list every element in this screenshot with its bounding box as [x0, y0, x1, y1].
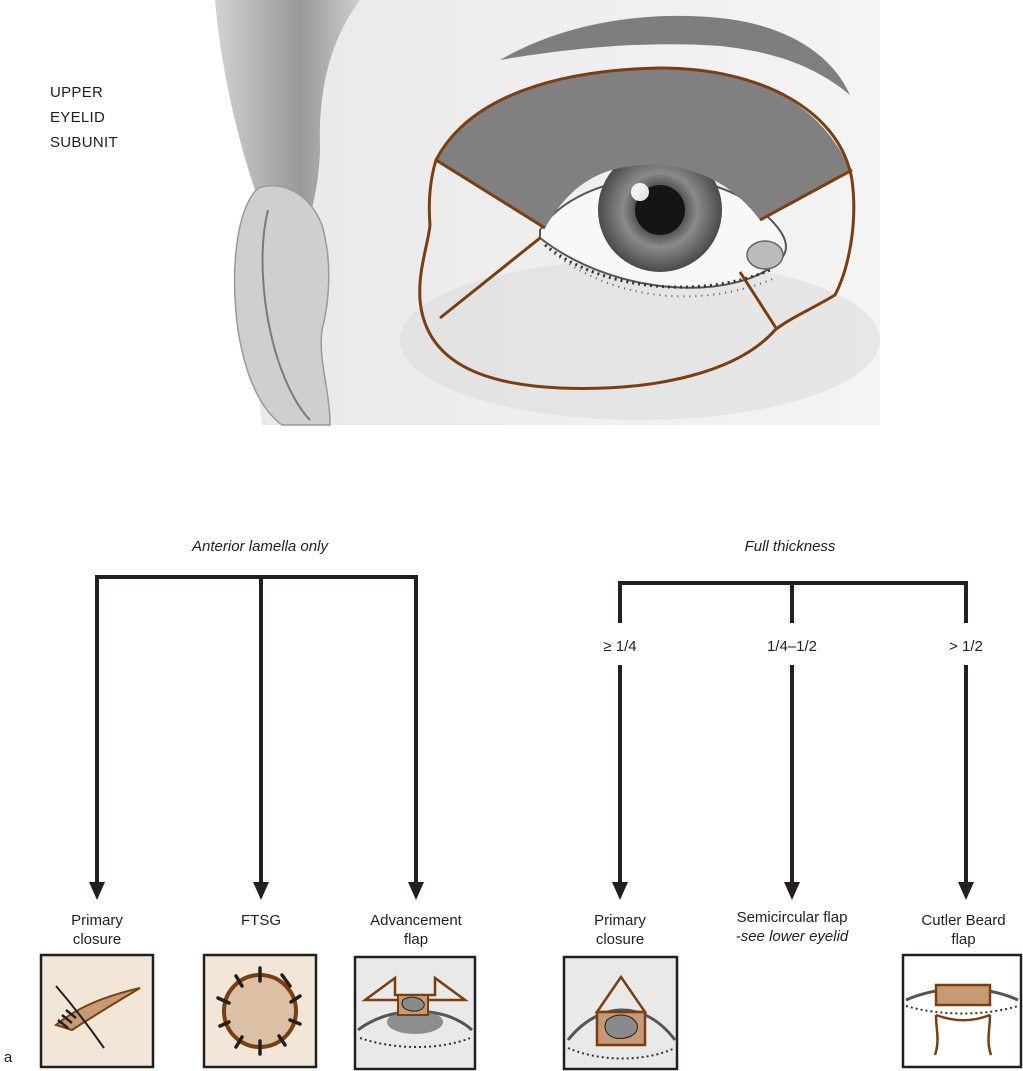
option-label: flap	[951, 931, 976, 948]
arrowhead	[958, 882, 974, 900]
thumb-primary-closure-full	[562, 955, 679, 1071]
option-primary-closure-full: Primary closure	[570, 911, 670, 949]
arrowheads	[89, 882, 974, 900]
option-label: Cutler Beard	[921, 912, 1006, 929]
criterion-quarter: ≥ 1/4	[603, 638, 637, 655]
arrowhead	[89, 882, 105, 900]
upper-eyelid-subunit	[436, 68, 850, 228]
thumb-primary-closure-anterior	[39, 953, 155, 1069]
option-label: closure	[72, 931, 122, 948]
subunit-label-line: UPPER	[50, 84, 104, 101]
subunit-label: UPPER EYELID SUBUNIT	[50, 80, 118, 155]
thumb-advancement-flap	[353, 955, 477, 1071]
option-ftsg: FTSG	[211, 911, 311, 930]
criterion-quarter-half: 1/4–1/2	[766, 638, 818, 655]
option-note: -see lower eyelid	[735, 928, 849, 945]
criterion-over-half: > 1/2	[949, 638, 983, 655]
option-cutler-beard-flap: Cutler Beard flap	[906, 911, 1021, 949]
option-label: Semicircular flap	[736, 909, 848, 926]
option-label: Primary	[594, 912, 646, 929]
thumb-ftsg	[202, 953, 318, 1069]
arrowhead	[784, 882, 800, 900]
option-primary-closure-anterior: Primary closure	[47, 911, 147, 949]
eye	[539, 148, 787, 298]
ear	[233, 185, 331, 426]
subunit-label-line: EYELID	[50, 109, 106, 126]
option-label: flap	[403, 931, 429, 948]
subunit-label-line: SUBUNIT	[50, 134, 118, 151]
option-label: Advancement	[370, 912, 462, 929]
arrowhead	[408, 882, 424, 900]
thumb-cutler-beard-flap	[901, 953, 1023, 1069]
arrowhead	[612, 882, 628, 900]
anterior-lamella-title: Anterior lamella only	[192, 538, 328, 555]
subunit-outline	[418, 66, 856, 390]
eyebrow	[500, 15, 850, 95]
option-semicircular-flap: Semicircular flap -see lower eyelid	[712, 908, 872, 946]
option-label: closure	[595, 931, 645, 948]
option-label: FTSG	[241, 912, 281, 929]
panel-letter: a	[3, 1049, 13, 1066]
full-thickness-title: Full thickness	[744, 538, 836, 555]
pupil	[635, 185, 685, 235]
option-advancement-flap: Advancement flap	[351, 911, 481, 949]
arrowhead	[253, 882, 269, 900]
option-label: Primary	[71, 912, 123, 929]
